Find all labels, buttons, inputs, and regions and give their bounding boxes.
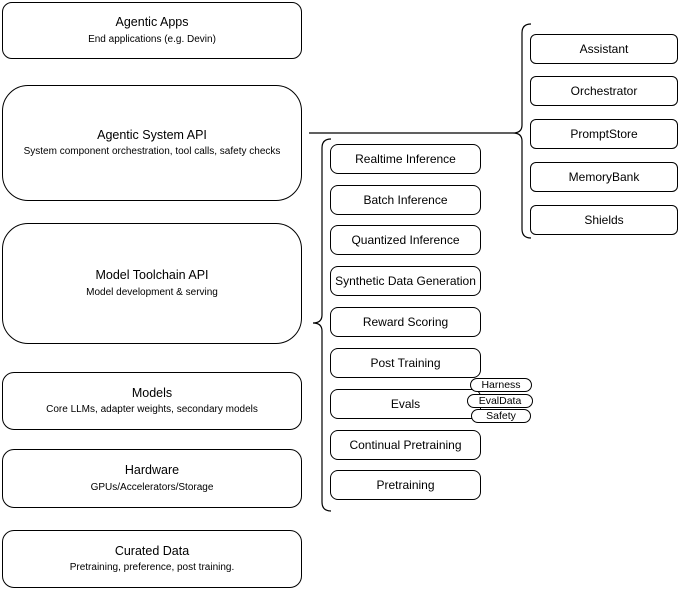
box-subtitle: System component orchestration, tool cal… — [23, 146, 281, 158]
box-evals: Evals — [330, 389, 481, 419]
box-agentic-apps: Agentic Apps End applications (e.g. Devi… — [2, 2, 302, 59]
badge-label: Safety — [486, 410, 516, 422]
box-subtitle: GPUs/Accelerators/Storage — [90, 481, 214, 493]
box-hardware: Hardware GPUs/Accelerators/Storage — [2, 449, 302, 508]
box-synthetic-data-generation: Synthetic Data Generation — [330, 266, 481, 296]
box-title: Models — [131, 385, 173, 400]
box-orchestrator: Orchestrator — [530, 76, 678, 106]
toolchain-brace — [312, 138, 332, 512]
box-title: Agentic System API — [97, 127, 207, 142]
badge-label: EvalData — [478, 395, 522, 407]
box-shields: Shields — [530, 205, 678, 235]
box-quantized-inference: Quantized Inference — [330, 225, 481, 255]
system-brace — [512, 23, 532, 239]
box-agentic-system-api: Agentic System API System component orch… — [2, 85, 302, 201]
box-subtitle: Pretraining, preference, post training. — [69, 562, 235, 574]
box-label: Pretraining — [376, 478, 435, 492]
box-model-toolchain-api: Model Toolchain API Model development & … — [2, 223, 302, 344]
box-label: Reward Scoring — [362, 315, 449, 329]
box-label: Shields — [584, 213, 624, 227]
box-label: Realtime Inference — [355, 152, 456, 166]
box-subtitle: Model development & serving — [86, 286, 218, 298]
box-subtitle: End applications (e.g. Devin) — [88, 33, 216, 45]
badge-safety: Safety — [471, 409, 531, 423]
box-assistant: Assistant — [530, 34, 678, 64]
box-memorybank: MemoryBank — [530, 162, 678, 192]
box-label: Orchestrator — [570, 84, 638, 98]
box-label: Evals — [390, 397, 421, 411]
box-title: Model Toolchain API — [95, 268, 209, 283]
box-label: Synthetic Data Generation — [335, 274, 476, 288]
box-title: Hardware — [124, 463, 180, 478]
badge-evaldata: EvalData — [467, 394, 533, 408]
badge-label: Harness — [481, 379, 521, 391]
box-reward-scoring: Reward Scoring — [330, 307, 481, 337]
box-label: Quantized Inference — [351, 233, 460, 247]
box-models: Models Core LLMs, adapter weights, secon… — [2, 372, 302, 430]
box-continual-pretraining: Continual Pretraining — [330, 430, 481, 460]
box-subtitle: Core LLMs, adapter weights, secondary mo… — [46, 404, 258, 416]
box-label: PromptStore — [570, 127, 638, 141]
box-promptstore: PromptStore — [530, 119, 678, 149]
box-label: MemoryBank — [568, 170, 640, 184]
box-curated-data: Curated Data Pretraining, preference, po… — [2, 530, 302, 588]
box-label: Assistant — [579, 42, 629, 56]
box-batch-inference: Batch Inference — [330, 185, 481, 215]
box-label: Batch Inference — [363, 193, 448, 207]
box-label: Continual Pretraining — [349, 438, 462, 452]
box-pretraining: Pretraining — [330, 470, 481, 500]
box-title: Curated Data — [114, 543, 190, 558]
box-title: Agentic Apps — [115, 15, 189, 30]
box-post-training: Post Training — [330, 348, 481, 378]
badge-harness: Harness — [470, 378, 532, 392]
box-realtime-inference: Realtime Inference — [330, 144, 481, 174]
box-label: Post Training — [370, 356, 441, 370]
